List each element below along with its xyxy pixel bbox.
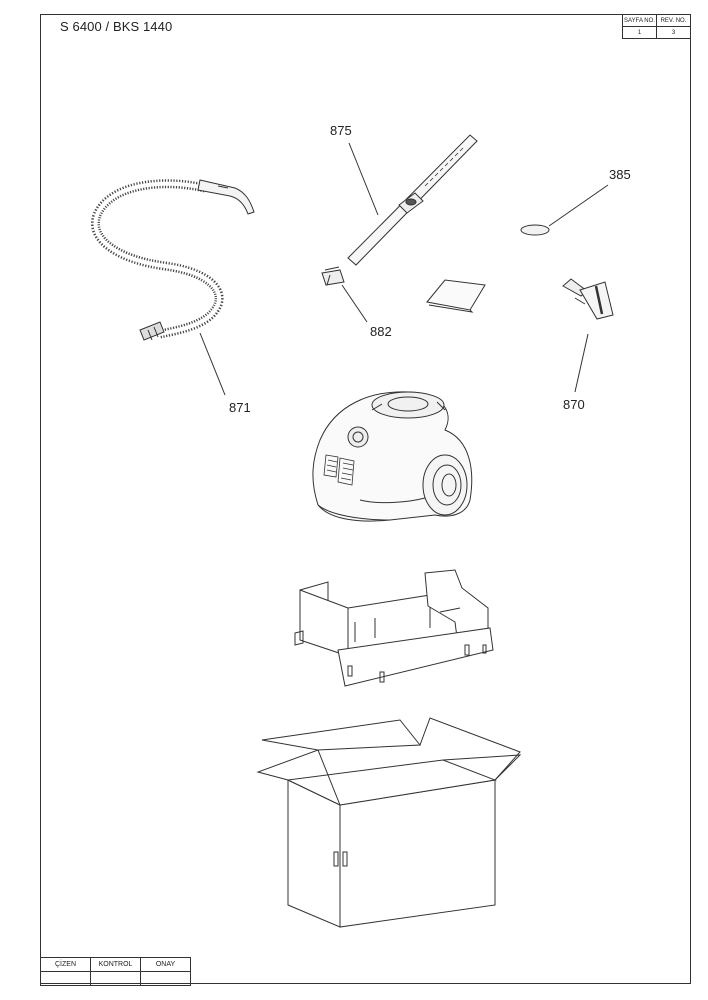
part-clip-882	[321, 266, 345, 286]
approved-by-label: ONAY	[140, 957, 191, 972]
checked-by-label: KONTROL	[90, 957, 141, 972]
part-tube-875	[347, 134, 478, 266]
approval-table: ÇİZEN KONTROL ONAY	[40, 957, 191, 986]
drawn-by-value	[40, 971, 91, 986]
part-nozzle-870	[562, 278, 614, 320]
callout-871: 871	[229, 400, 251, 415]
callout-875: 875	[330, 123, 352, 138]
leader-875	[348, 142, 379, 216]
revision-value: 3	[656, 26, 691, 39]
leader-871	[199, 332, 226, 396]
leader-385	[548, 184, 609, 227]
part-shipping-carton	[256, 717, 522, 928]
approved-by-value	[140, 971, 191, 986]
callout-870: 870	[563, 397, 585, 412]
part-manual	[426, 279, 486, 313]
sheet-info-table: SAYFA NO. REV. NO. 1 3	[622, 14, 691, 39]
model-title: S 6400 / BKS 1440	[60, 19, 173, 34]
checked-by-value	[90, 971, 141, 986]
leader-870	[574, 333, 589, 393]
part-packaging-insert	[294, 569, 494, 687]
part-hose-871	[91, 179, 255, 341]
part-disk-385	[520, 224, 550, 236]
leader-882	[341, 284, 368, 323]
callout-385: 385	[609, 167, 631, 182]
part-vacuum-body	[312, 391, 473, 522]
drawing-frame	[40, 14, 691, 984]
drawn-by-label: ÇİZEN	[40, 957, 91, 972]
callout-882: 882	[370, 324, 392, 339]
